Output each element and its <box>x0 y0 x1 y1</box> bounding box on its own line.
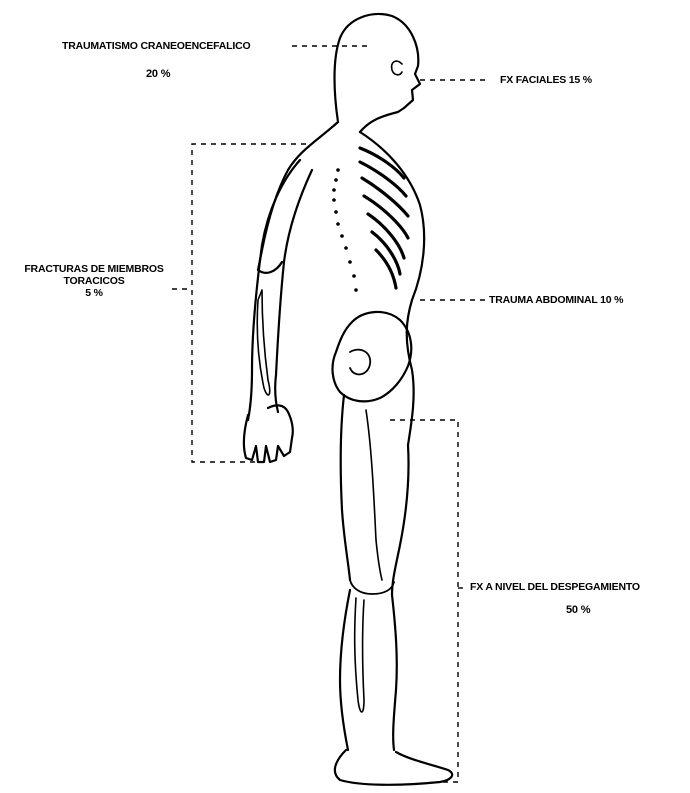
thigh-front <box>392 445 409 595</box>
forearm-bone <box>257 290 269 395</box>
hand-outline <box>244 405 293 462</box>
label-head-injury-percent: 20 % <box>146 68 170 80</box>
label-upper-limb-percent: 5 % <box>8 287 180 299</box>
tibia <box>355 598 364 712</box>
label-takeoff-fx-percent: 50 % <box>566 604 590 616</box>
leader-lines <box>172 46 488 782</box>
label-upper-limb-line1: FRACTURAS DE MIEMBROS <box>8 263 180 275</box>
femur <box>366 410 382 580</box>
shin-back <box>340 590 350 750</box>
bracket-lower-body <box>390 420 458 782</box>
label-upper-limb-line2: TORACICOS <box>8 275 180 287</box>
shin-front <box>392 595 397 750</box>
back-outline <box>258 122 338 273</box>
spine <box>332 168 358 292</box>
ear-outline <box>392 61 402 75</box>
pelvis-outline <box>333 312 412 401</box>
hip-joint <box>350 350 370 375</box>
arm-outline-front <box>275 170 312 412</box>
label-takeoff-fx-title: FX A NIVEL DEL DESPEGAMIENTO <box>470 581 640 593</box>
arm-outline-back <box>248 160 300 420</box>
label-head-injury-title: TRAUMATISMO CRANEOENCEFALICO <box>62 40 250 52</box>
label-facial-fx: FX FACIALES 15 % <box>500 74 592 86</box>
knee-outline <box>350 580 394 594</box>
thigh-back <box>341 395 350 580</box>
head-outline <box>335 14 421 132</box>
label-abdominal: TRAUMA ABDOMINAL 10 % <box>489 294 623 306</box>
chest-outline <box>360 132 424 445</box>
foot-outline <box>335 750 452 785</box>
